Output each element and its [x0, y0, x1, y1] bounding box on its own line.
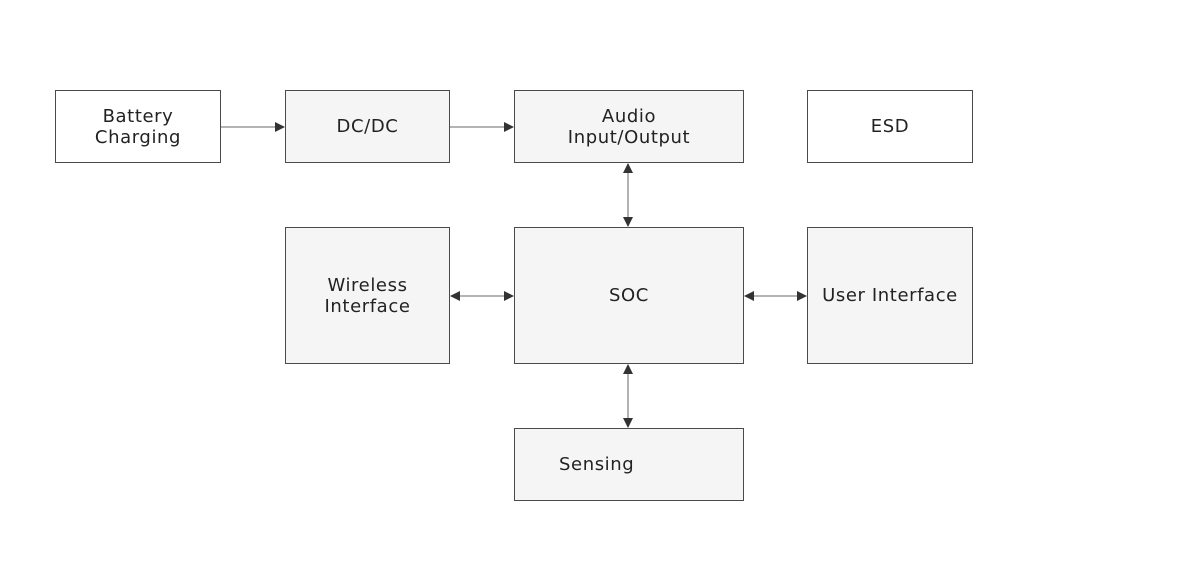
block-esd: ESD: [807, 90, 973, 163]
block-label: User Interface: [822, 285, 958, 306]
block-label: SOC: [609, 285, 649, 306]
block-soc: SOC: [514, 227, 744, 364]
block-wireless-interface: Wireless Interface: [285, 227, 450, 364]
block-label: Wireless Interface: [324, 274, 411, 317]
block-user-interface: User Interface: [807, 227, 973, 364]
block-label: Audio Input/Output: [567, 105, 691, 148]
block-sensing: Sensing: [514, 428, 744, 501]
block-dcdc: DC/DC: [285, 90, 450, 163]
block-label: ESD: [870, 116, 910, 137]
block-label: Sensing: [559, 454, 635, 475]
block-label: DC/DC: [336, 116, 399, 137]
block-audio-io: Audio Input/Output: [514, 90, 744, 163]
block-battery-charging: Battery Charging: [55, 90, 221, 163]
block-label: Battery Charging: [94, 105, 182, 148]
